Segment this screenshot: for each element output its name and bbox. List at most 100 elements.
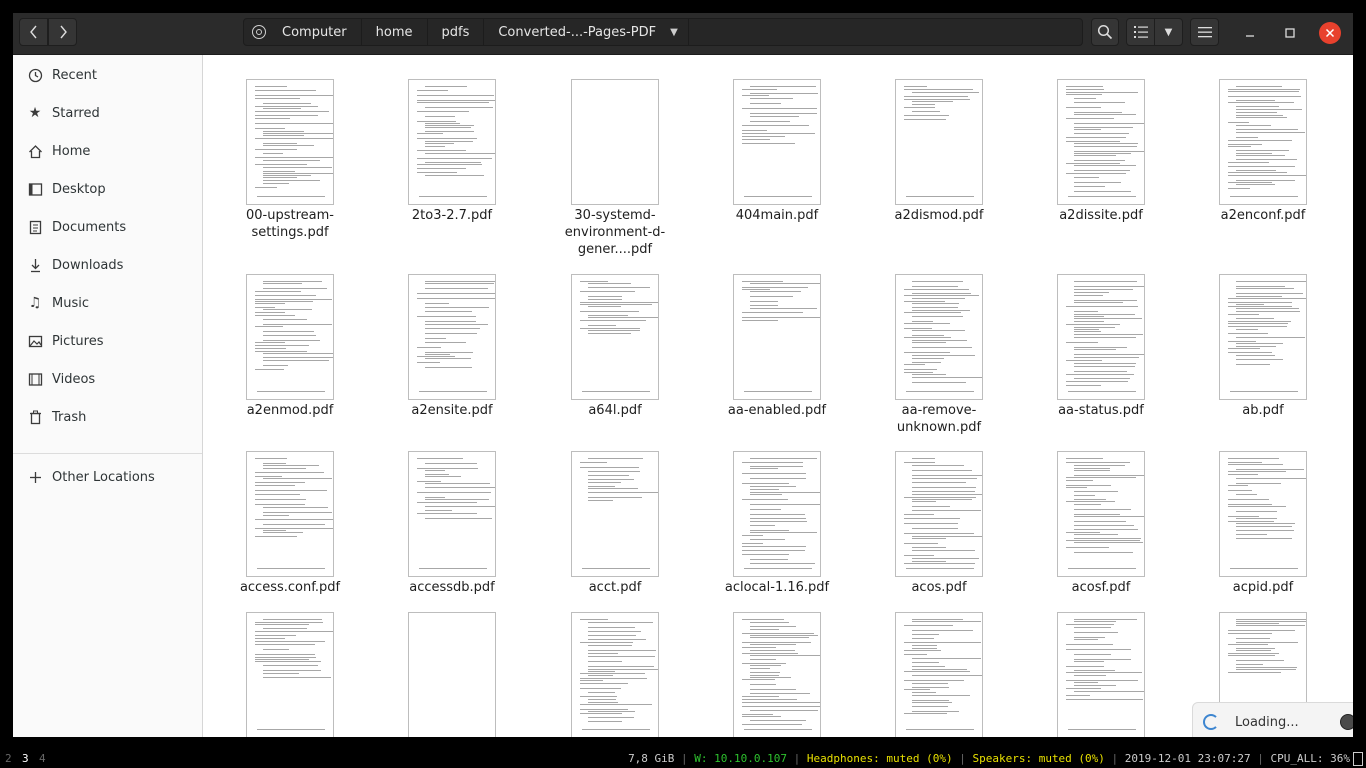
- file-item[interactable]: acpid.pdf: [1188, 451, 1338, 596]
- file-item[interactable]: access.conf.pdf: [215, 451, 365, 596]
- maximize-button[interactable]: [1279, 22, 1301, 44]
- status-blocks: 7,8 GiB | W: 10.10.0.107 | Headphones: m…: [628, 752, 1350, 765]
- loading-label: Loading...: [1235, 714, 1299, 730]
- pdf-thumbnail-icon: [571, 79, 659, 205]
- file-name: a2dissite.pdf: [1059, 208, 1143, 223]
- file-item[interactable]: 00-upstream-settings.pdf: [215, 79, 365, 241]
- sidebar-item-music[interactable]: ♫ Music: [13, 286, 202, 320]
- workspace-4[interactable]: 4: [39, 752, 46, 765]
- pdf-thumbnail-icon: [895, 79, 983, 205]
- pdf-thumbnail-icon: [408, 79, 496, 205]
- back-button[interactable]: [19, 18, 48, 46]
- file-name: a64l.pdf: [588, 403, 642, 418]
- picture-icon: [27, 333, 43, 349]
- sidebar-item-starred[interactable]: ★ Starred: [13, 96, 202, 130]
- sidebar-item-trash[interactable]: Trash: [13, 400, 202, 434]
- file-name: acpid.pdf: [1232, 580, 1294, 595]
- main-menu-button[interactable]: [1190, 18, 1219, 46]
- clock-icon: [27, 67, 43, 83]
- file-name: aa-enabled.pdf: [727, 403, 827, 418]
- file-item[interactable]: acosf.pdf: [1026, 451, 1176, 596]
- music-icon: ♫: [28, 295, 42, 311]
- close-button[interactable]: [1319, 22, 1341, 44]
- pdf-thumbnail-icon: [408, 274, 496, 400]
- file-name: acosf.pdf: [1071, 580, 1131, 595]
- file-item[interactable]: ab.pdf: [1188, 274, 1338, 419]
- sidebar-item-recent[interactable]: Recent: [13, 58, 202, 92]
- chevron-left-icon: [29, 25, 37, 39]
- network-status: W: 10.10.0.107: [694, 752, 788, 765]
- pdf-thumbnail-icon: [571, 451, 659, 577]
- pdf-thumbnail-icon: [733, 79, 821, 205]
- sidebar-item-desktop[interactable]: Desktop: [13, 172, 202, 206]
- sidebar-item-label: Desktop: [52, 181, 106, 197]
- workspace-2[interactable]: 2: [5, 752, 12, 765]
- file-item[interactable]: aa-remove-unknown.pdf: [864, 274, 1014, 436]
- caret-down-icon: ▼: [670, 26, 678, 38]
- file-item[interactable]: 2to3-2.7.pdf: [377, 79, 527, 224]
- sidebar-item-label: Other Locations: [52, 469, 155, 485]
- file-item[interactable]: addgnupghome.pdf: [540, 612, 690, 737]
- file-item[interactable]: aa-status.pdf: [1026, 274, 1176, 419]
- path-item-label: Converted-...-Pages-PDF: [498, 24, 657, 40]
- pdf-thumbnail-icon: [733, 612, 821, 737]
- file-item[interactable]: activate-global-...: [377, 612, 527, 737]
- file-item[interactable]: acpi_listen.pdf: [215, 612, 365, 737]
- file-name: 00-upstream-settings.pdf: [246, 208, 334, 240]
- speakers-status: Speakers: muted (0%): [972, 752, 1105, 765]
- sidebar-item-label: Videos: [52, 371, 96, 387]
- pdf-thumbnail-icon: [408, 451, 496, 577]
- file-name: accessdb.pdf: [409, 580, 495, 595]
- workspace-3[interactable]: 3: [22, 752, 29, 765]
- spinner-icon: [1203, 714, 1219, 730]
- drive-icon: [252, 25, 266, 39]
- sidebar-item-pictures[interactable]: Pictures: [13, 324, 202, 358]
- pdf-thumbnail-icon: [246, 79, 334, 205]
- sidebar-item-other-locations[interactable]: Other Locations: [13, 460, 202, 494]
- file-item[interactable]: a2dismod.pdf: [864, 79, 1014, 224]
- file-item[interactable]: aclocal-1.16.pdf: [702, 451, 852, 596]
- file-item[interactable]: aa-enabled.pdf: [702, 274, 852, 419]
- file-item[interactable]: a2enconf.pdf: [1188, 79, 1338, 224]
- file-item[interactable]: a2enmod.pdf: [215, 274, 365, 419]
- plus-icon: [27, 469, 43, 485]
- list-view-button[interactable]: [1126, 18, 1155, 46]
- home-icon: [27, 143, 43, 159]
- file-item[interactable]: acos.pdf: [864, 451, 1014, 596]
- file-name: ab.pdf: [1242, 403, 1284, 418]
- desktop-icon: [27, 181, 43, 197]
- pdf-thumbnail-icon: [246, 451, 334, 577]
- sidebar-item-videos[interactable]: Videos: [13, 362, 202, 396]
- forward-button[interactable]: [48, 18, 77, 46]
- view-options-button[interactable]: ▼: [1154, 18, 1183, 46]
- path-item-computer[interactable]: Computer: [244, 19, 362, 45]
- document-icon: [27, 219, 43, 235]
- file-item[interactable]: add_key.pdf: [702, 612, 852, 737]
- file-item[interactable]: addpart.pdf: [864, 612, 1014, 737]
- file-item[interactable]: 404main.pdf: [702, 79, 852, 224]
- path-item-current[interactable]: Converted-...-Pages-PDF ▼: [484, 19, 689, 45]
- close-icon: [1325, 28, 1335, 38]
- path-item-pdfs[interactable]: pdfs: [428, 19, 485, 45]
- sidebar-item-label: Documents: [52, 219, 127, 235]
- search-button[interactable]: [1091, 18, 1119, 46]
- file-item[interactable]: 30-systemd-environment-d-gener....pdf: [540, 79, 690, 258]
- tray-indicator: [1353, 752, 1363, 766]
- file-item[interactable]: a64l.pdf: [540, 274, 690, 419]
- minimize-button[interactable]: [1239, 22, 1261, 44]
- file-item[interactable]: a2dissite.pdf: [1026, 79, 1176, 224]
- pdf-thumbnail-icon: [1219, 451, 1307, 577]
- sidebar-item-downloads[interactable]: Downloads: [13, 248, 202, 282]
- file-item[interactable]: accessdb.pdf: [377, 451, 527, 596]
- sidebar-item-home[interactable]: Home: [13, 134, 202, 168]
- file-item[interactable]: a2ensite.pdf: [377, 274, 527, 419]
- path-item-home[interactable]: home: [362, 19, 428, 45]
- sidebar-item-documents[interactable]: Documents: [13, 210, 202, 244]
- pdf-thumbnail-icon: [1057, 612, 1145, 737]
- file-item[interactable]: addpart.pdf: [1026, 612, 1176, 737]
- pdf-thumbnail-icon: [895, 451, 983, 577]
- search-icon: [1097, 24, 1113, 40]
- file-item[interactable]: acct.pdf: [540, 451, 690, 596]
- stop-loading-button[interactable]: [1340, 714, 1353, 730]
